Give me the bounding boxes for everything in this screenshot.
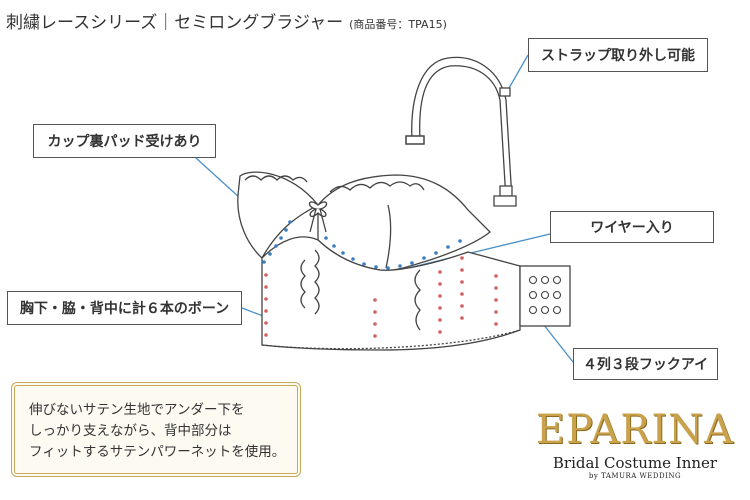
strap (405, 56, 517, 207)
page-title: 刺繍レースシリーズ｜セミロングブラジャー (商品番号：TPA15) (6, 8, 447, 33)
brand-byline: by TAMURA WEDDING (588, 472, 682, 480)
bone-dots (264, 256, 498, 338)
callout-strap: ストラップ取り外し可能 (528, 38, 708, 72)
title-text: 刺繍レースシリーズ｜セミロングブラジャー (6, 13, 344, 33)
hook-eyes (528, 275, 562, 315)
product-code: (商品番号：TPA15) (349, 18, 447, 31)
brand-block: EPARINA Bridal Costume Inner by TAMURA W… (530, 408, 740, 480)
callout-bones: 胸下・脇・背中に計６本のボーン (7, 291, 242, 325)
brand-logo: EPARINA (535, 407, 735, 453)
callout-wire: ワイヤー入り (550, 211, 714, 243)
feature-note: 伸びないサテン生地でアンダー下を しっかり支えながら、背中部分は フィットするサ… (11, 382, 301, 477)
note-line: フィットするサテンパワーネットを使用。 (29, 444, 286, 460)
note-line: しっかり支えながら、背中部分は (29, 423, 232, 439)
note-line: 伸びないサテン生地でアンダー下を (29, 402, 245, 418)
callout-pad: カップ裏パッド受けあり (33, 124, 216, 158)
wire-dots (262, 220, 462, 270)
callout-hooks: ４列３段フックアイ (573, 348, 718, 380)
brand-subtitle: Bridal Costume Inner (552, 454, 718, 472)
bra-body (237, 171, 571, 351)
